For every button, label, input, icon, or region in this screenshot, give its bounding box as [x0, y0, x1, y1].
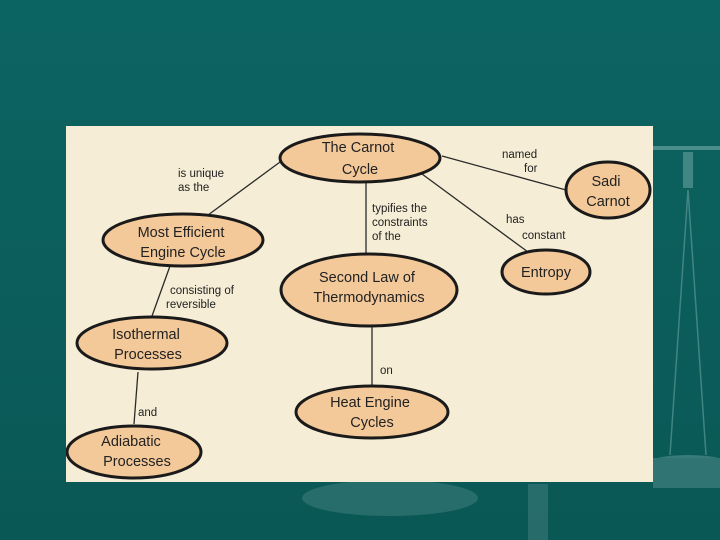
svg-text:Adiabatic Processes: Adiabatic Processes	[101, 434, 171, 470]
svg-text:Sadi Carnot: Sadi Carnot	[586, 174, 630, 210]
link-label-and: and	[138, 407, 157, 419]
node-heat-engine-cycles: Heat Engine Cycles	[294, 384, 450, 440]
link-label-consisting-of-reversible: consisting of reversible	[166, 285, 237, 311]
node-sadi-carnot: Sadi Carnot	[564, 160, 652, 220]
link-label-typifies: typifies the constraints of the	[372, 203, 431, 243]
svg-text:Isothermal Processes: Isothermal Processes	[112, 327, 184, 363]
connector-lines	[133, 155, 567, 425]
balance-scale-icon	[302, 146, 720, 540]
link-label-has-constant: has constant	[506, 214, 566, 242]
svg-text:Entropy: Entropy	[521, 265, 572, 281]
link-label-named-for: named for	[502, 149, 540, 175]
link-label-on: on	[380, 365, 393, 377]
link-label-is-unique-as-the: is unique as the	[178, 168, 227, 194]
svg-text:Heat Engine Cycles: Heat Engine Cycles	[330, 395, 414, 431]
node-most-efficient-engine-cycle: Most Efficient Engine Cycle	[101, 212, 265, 268]
node-adiabatic-processes: Adiabatic Processes	[66, 424, 203, 480]
svg-text:The Carnot Cycle: The Carnot Cycle	[322, 140, 399, 178]
node-second-law-of-thermodynamics: Second Law of Thermodynamics	[279, 252, 459, 328]
svg-text:Most Efficient Engine: Most Efficient Engine Cycle	[138, 225, 229, 261]
node-entropy: Entropy	[500, 248, 592, 296]
svg-text:Second Law of Thermody: Second Law of Thermodynamics	[313, 270, 424, 306]
node-isothermal-processes: Isothermal Processes	[75, 315, 229, 371]
node-the-carnot-cycle: The Carnot Cycle	[278, 132, 442, 184]
concept-map: is unique as the named for typifies the …	[66, 126, 653, 482]
